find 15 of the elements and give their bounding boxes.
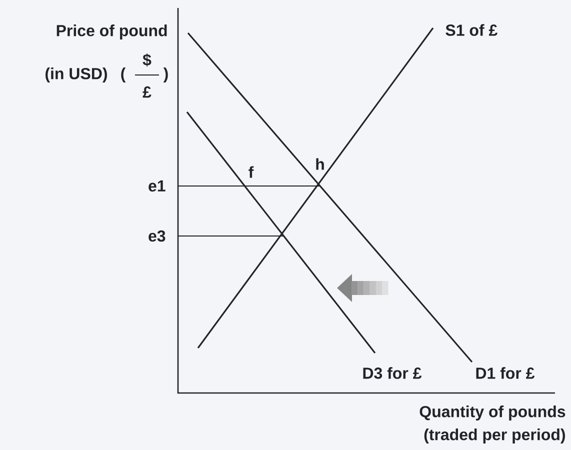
axis-title: Price of pound — [56, 24, 167, 40]
unit-symbol: $ — [142, 53, 152, 67]
curve-label: D3 for £ — [363, 367, 422, 379]
price-label: e3 — [148, 230, 166, 242]
parenthesis: ) — [163, 68, 168, 82]
price-label: e1 — [148, 180, 166, 192]
unit-symbol: £ — [142, 86, 152, 98]
curve-label: S1 of £ — [446, 24, 498, 36]
curve-label: D1 for £ — [476, 367, 535, 379]
point-label: f — [248, 166, 254, 178]
axis-title: (traded per period) — [424, 428, 565, 444]
parenthesis: ( — [121, 68, 126, 82]
axis-title: Quantity of pounds — [420, 406, 566, 420]
axis-title: (in USD) — [46, 68, 107, 82]
point-label: h — [316, 158, 324, 170]
